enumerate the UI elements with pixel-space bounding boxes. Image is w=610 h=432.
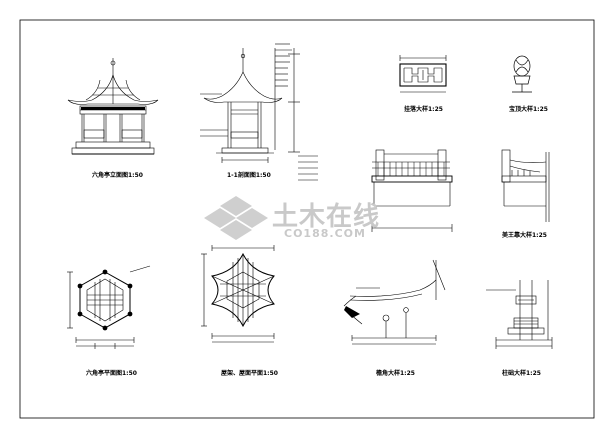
elevation-frieze-fill [81,107,145,110]
label-roof-plan: 屋架、屋面平面1:50 [221,370,278,377]
column-base-detail [486,280,553,349]
plan-columns [77,269,133,331]
roof-framing-plan [201,245,275,343]
label-section: 1-1剖面图1:50 [227,172,271,179]
label-finial: 宝顶大样1:25 [509,106,548,113]
watermark-logo-icon [204,196,268,240]
pavilion-elevation [67,58,159,155]
label-railing: 挂落大样1:25 [404,106,443,113]
section-1-1 [200,43,318,181]
column-base-hatch [514,299,538,325]
sheet-border [19,19,595,419]
beauty-seat-balusters [377,162,445,176]
watermark-text: 土木在线 [272,202,381,232]
beauty-seat-section [501,149,550,222]
label-plan: 六角亭平面图1:50 [86,370,137,377]
eave-corner-detail [343,259,446,345]
label-column-base: 柱础大样1:25 [502,370,541,377]
watermark-subtext: CO188.COM [284,227,366,240]
railing-detail [399,55,447,93]
label-elevation: 六角亭立面图1:50 [92,172,143,179]
hexagon-plan [67,265,151,349]
label-beauty-seat: 美王靠大样1:25 [502,232,547,239]
finial-detail [512,55,532,93]
label-eave-corner: 檐角大样1:25 [376,370,415,377]
eave-corner-fill [344,306,360,318]
beauty-seat-front [371,149,453,232]
